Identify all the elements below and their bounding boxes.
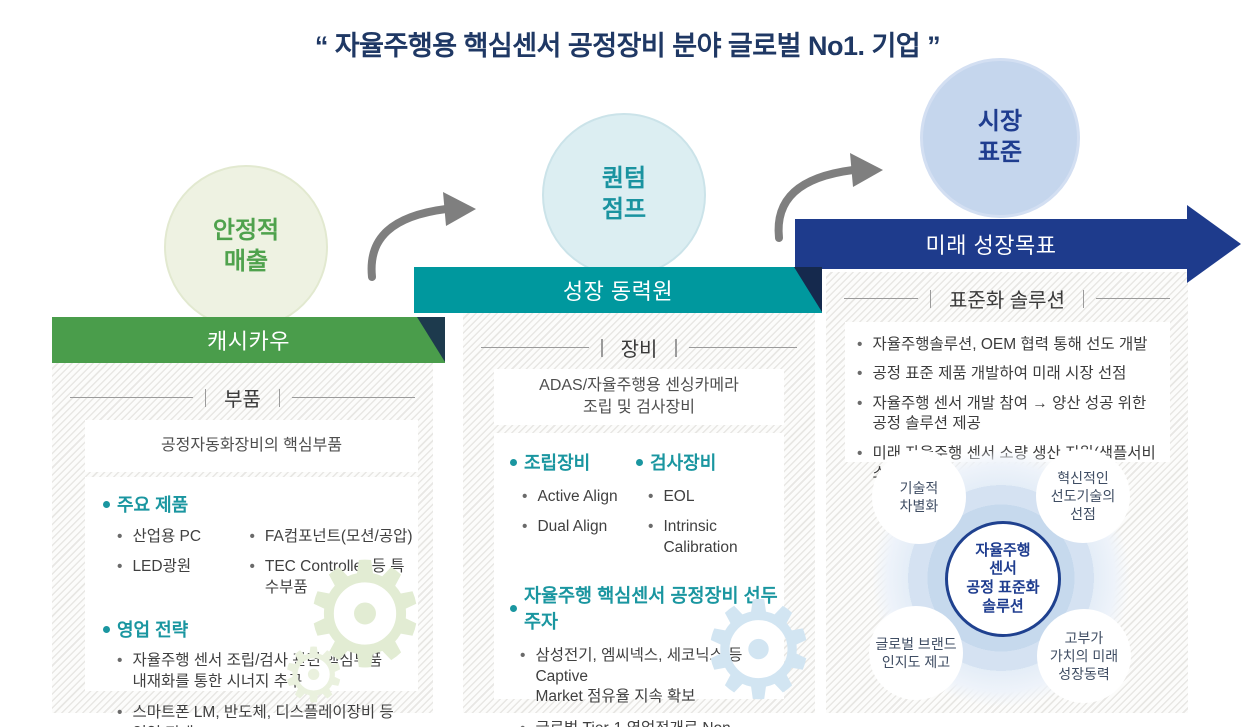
section-rule-right xyxy=(292,397,415,398)
panel-growth-engine: 장비 ADAS/자율주행용 센싱카메라 조립 및 검사장비 조립장비 •Acti… xyxy=(463,313,819,727)
list-item: •삼성전기, 엠씨넥스, 세코닉스 등 Captive Market 점유율 지… xyxy=(520,647,743,706)
hub-center-circle: 자율주행 센서 공정 표준화 솔루션 xyxy=(945,521,1061,637)
section-title-parts: 부품 xyxy=(52,383,433,412)
section-rule-left xyxy=(481,347,590,348)
list-item: •글로벌 Tier-1 영업전개로 Non-Captive Market 확대 xyxy=(520,719,784,727)
arrow-head-icon xyxy=(1187,205,1241,283)
section-tick-left xyxy=(601,338,603,357)
list-item: •Dual Align xyxy=(522,518,608,536)
list-item: •자율주행 센서 조립/검사 관련 핵심부품 내재화를 통한 시너지 추구 xyxy=(117,652,383,690)
list-item: •EOL xyxy=(648,488,695,505)
bullet-dot-icon xyxy=(510,604,517,612)
list-item: •스마트폰 LM, 반도체, 디스플레이장비 등 영업 전개 xyxy=(117,704,394,727)
list-item: •TEC Controller 등 특수부품 xyxy=(249,558,405,596)
group-heading-sales-strategy: 영업 전략 xyxy=(103,616,418,642)
section-tick-right xyxy=(1082,289,1085,308)
intro-box-equipment: ADAS/자율주행용 센싱카메라 조립 및 검사장비 xyxy=(494,369,784,425)
section-rule-left xyxy=(844,298,918,299)
intro-box-parts: 공정자동화장비의 핵심부품 xyxy=(85,420,418,472)
header-bar-cash-cow: 캐시카우 xyxy=(52,317,445,363)
section-tick-left xyxy=(929,289,932,308)
panel-cash-cow: 부품 공정자동화장비의 핵심부품 주요 제품 •산업용 PC •FA컴포넌트(모… xyxy=(52,363,433,727)
detail-box-growth: 조립장비 •Active Align •Dual Align 검사장비 •EOL… xyxy=(494,433,784,727)
hub-satellite-tech-differentiation: 기술적 차별화 xyxy=(872,450,966,544)
group-heading-leader: 자율주행 핵심센서 공정장비 선두주자 xyxy=(510,582,784,634)
group-heading-assembly: 조립장비 xyxy=(510,449,636,475)
detail-box-cash-cow: 주요 제품 •산업용 PC •FA컴포넌트(모션/공압) •LED광원 •TEC… xyxy=(85,477,418,727)
section-rule-left xyxy=(70,397,193,398)
list-item: •공정 표준 제품 개발하여 미래 시장 선점 xyxy=(857,365,1127,383)
section-rule-right xyxy=(1096,298,1170,299)
list-item: •자율주행솔루션, OEM 협력 통해 선도 개발 xyxy=(857,336,1148,353)
section-rule-right xyxy=(688,347,797,348)
section-tick-left xyxy=(204,388,207,407)
bullet-dot-icon xyxy=(636,458,644,466)
equipment-columns: 조립장비 •Active Align •Dual Align 검사장비 •EOL… xyxy=(510,449,784,558)
list-item: •자율주행 센서 개발 참여 → 양산 성공 위한 공정 솔루션 제공 xyxy=(857,394,1147,433)
list-item: •FA컴포넌트(모션/공압) xyxy=(249,528,413,545)
list-item: •산업용 PC xyxy=(117,528,202,545)
section-title-equipment: 장비 xyxy=(463,333,815,362)
hub-satellite-global-brand: 글로벌 브랜드 인지도 제고 xyxy=(869,606,963,700)
section-title-standard-solution: 표준화 솔루션 xyxy=(826,284,1188,313)
bullet-dot-icon xyxy=(103,625,110,633)
group-heading-inspection: 검사장비 xyxy=(636,449,784,475)
section-tick-right xyxy=(675,338,677,357)
list-item: •LED광원 xyxy=(117,558,192,576)
stage-circle-stable-revenue: 안정적 매출 xyxy=(164,165,328,329)
list-item: •Active Align xyxy=(522,488,618,505)
hub-satellite-leading-tech: 혁신적인 선도기술의 선점 xyxy=(1036,449,1130,543)
bullet-dot-icon xyxy=(103,500,110,508)
list-item: •Intrinsic Calibration xyxy=(648,518,738,556)
bullet-dot-icon xyxy=(510,458,517,466)
hub-satellite-high-value-growth: 고부가 가치의 미래 성장동력 xyxy=(1037,609,1131,703)
arrow-right-icon xyxy=(367,192,476,281)
header-band-future-goal: 미래 성장목표 xyxy=(795,219,1187,269)
standard-solution-box: •자율주행솔루션, OEM 협력 통해 선도 개발 •공정 표준 제품 개발하여… xyxy=(845,322,1170,482)
product-grid: •산업용 PC •FA컴포넌트(모션/공압) •LED광원 •TEC Contr… xyxy=(117,527,418,598)
section-tick-right xyxy=(278,388,281,407)
header-bar-growth-engine: 성장 동력원 xyxy=(414,267,822,313)
stage-circle-market-standard: 시장 표준 xyxy=(920,58,1080,218)
stage-circle-quantum-jump: 퀀텀 점프 xyxy=(542,113,706,277)
group-heading-main-products: 주요 제품 xyxy=(103,491,418,517)
slide-title: “ 자율주행용 핵심센서 공정장비 분야 글로벌 No1. 기업 ” xyxy=(314,31,941,61)
